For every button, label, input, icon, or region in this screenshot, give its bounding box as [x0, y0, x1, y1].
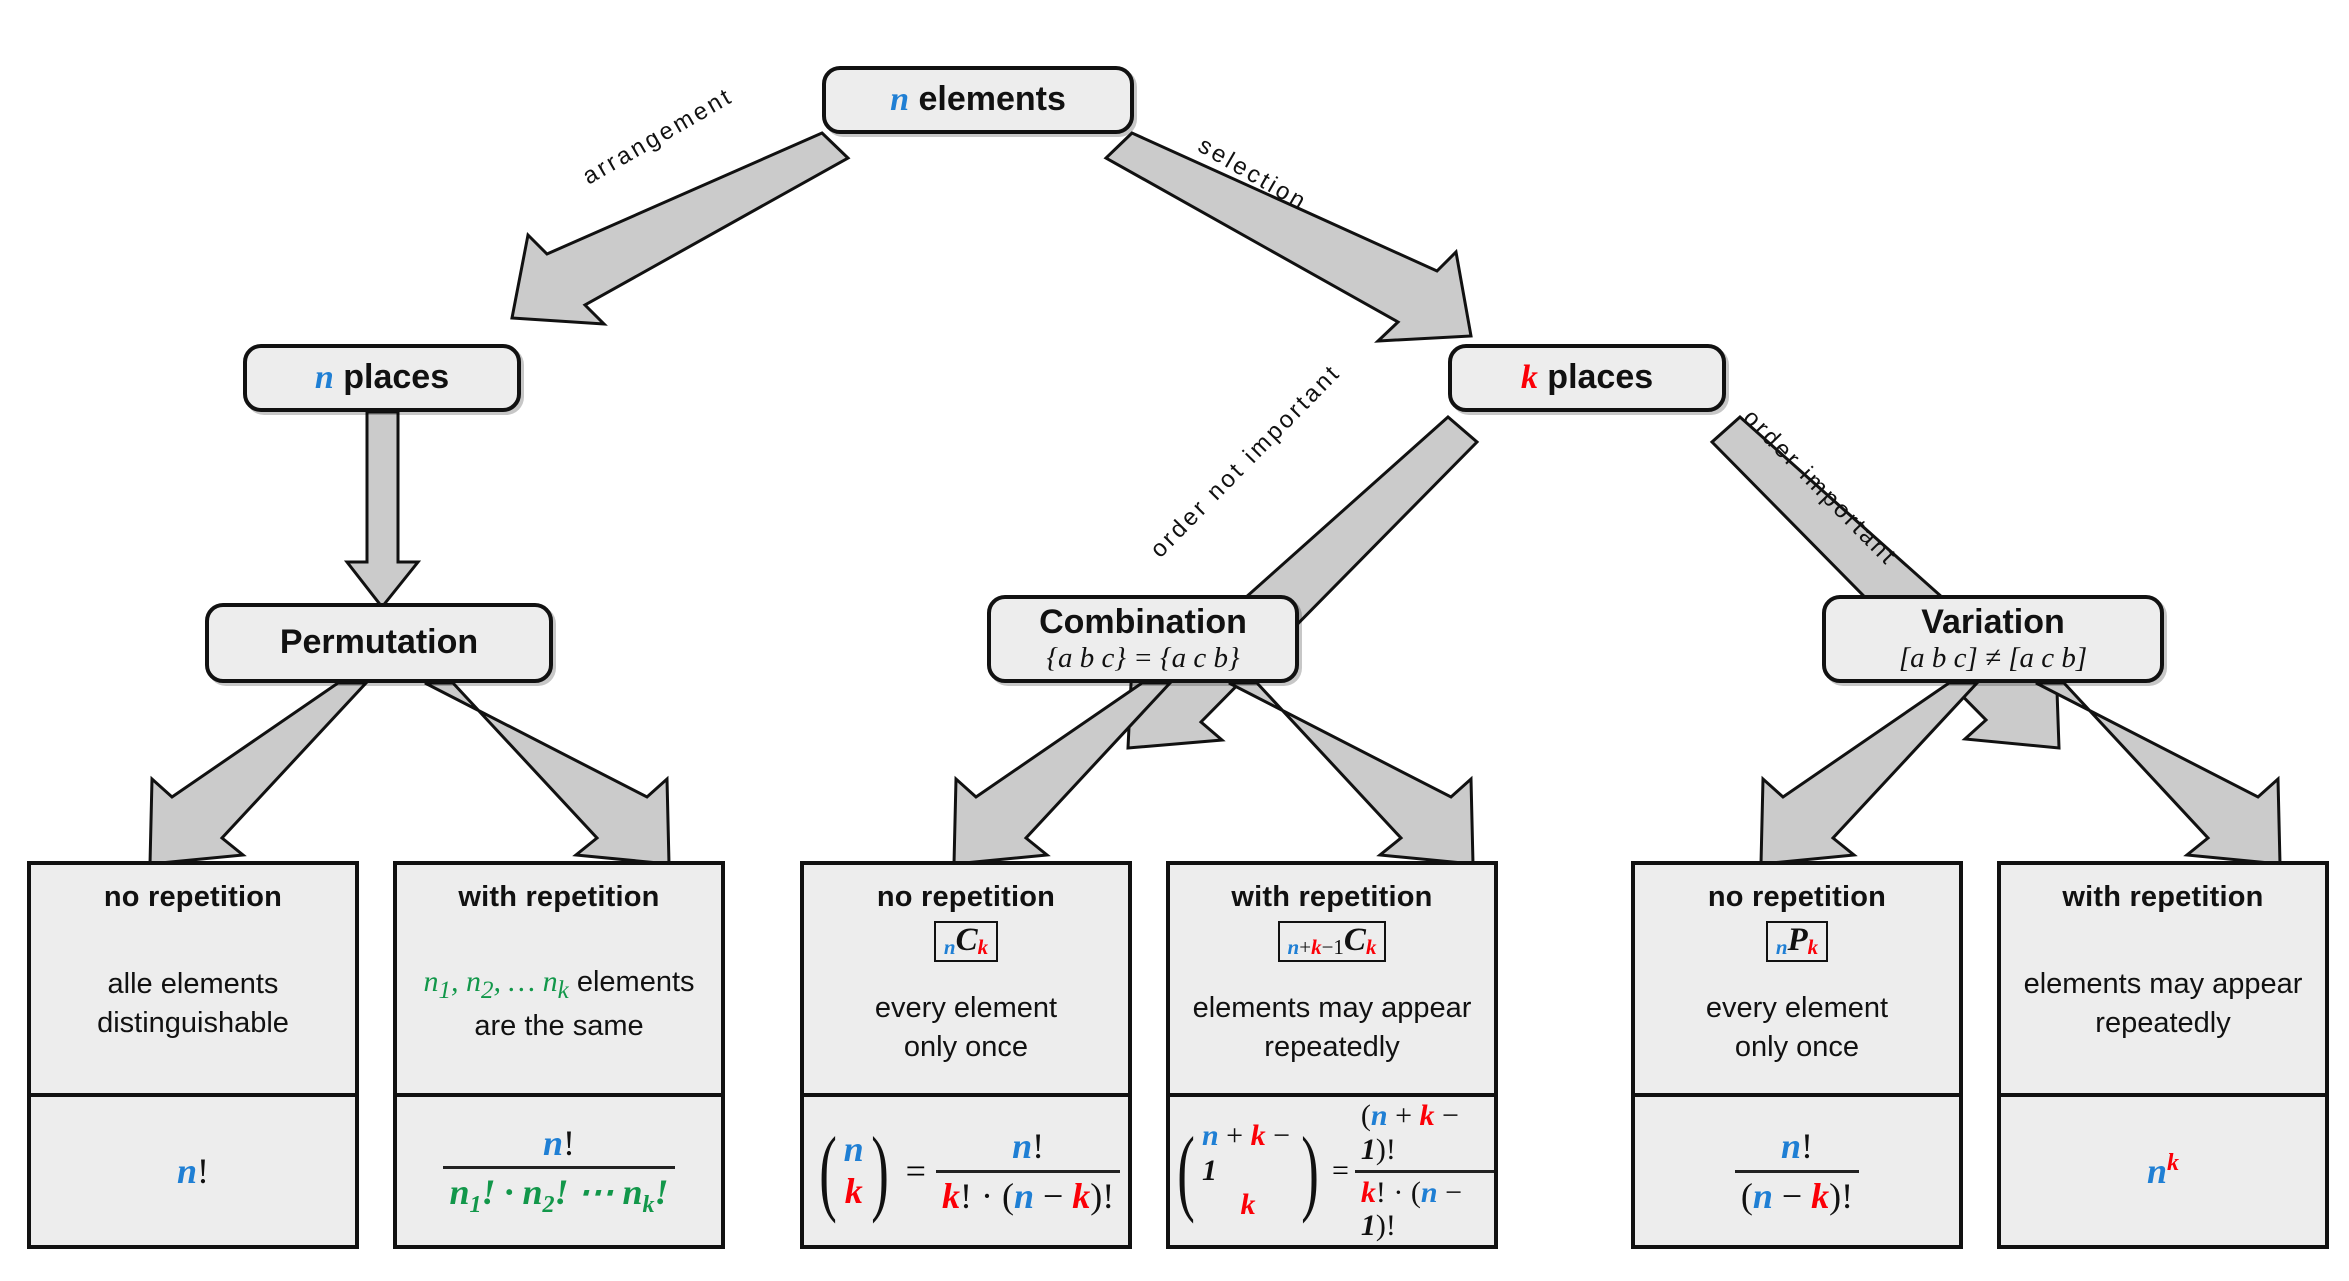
edge-order-important-arrow: [1709, 414, 2061, 750]
card-notation-nPk: nPk: [1765, 921, 1829, 962]
card-combination-no-repetition[interactable]: no repetition nCk every element only onc…: [800, 861, 1132, 1249]
card-description: elements may appear repeatedly: [2023, 968, 2303, 1039]
card-header: with repetition: [2062, 881, 2264, 913]
permutation-title: Permutation: [279, 623, 479, 662]
card-notation-ncK: nCk: [933, 921, 999, 962]
card-divider: [2001, 1093, 2325, 1097]
root-n-symbol: n: [890, 81, 910, 119]
card-variation-with-repetition[interactable]: with repetition elements may appear repe…: [1997, 861, 2329, 1249]
edge-comb-right-arrow: [1228, 681, 1475, 866]
edge-var-right-arrow: [2035, 681, 2282, 866]
k-places-label: places: [1547, 358, 1654, 397]
card-description: every element only once: [1705, 992, 1889, 1063]
edge-comb-left-arrow: [952, 681, 1174, 866]
node-k-places[interactable]: k places: [1448, 344, 1726, 412]
edge-label-selection: selection: [1193, 131, 1313, 217]
node-root-n-elements[interactable]: n elements: [822, 66, 1134, 134]
card-divider: [1170, 1093, 1494, 1097]
card-formula: nk: [2146, 1150, 2180, 1192]
card-header: no repetition: [1707, 881, 1887, 913]
root-label: elements: [918, 80, 1066, 119]
card-divider: [31, 1093, 355, 1097]
card-header: with repetition: [1231, 881, 1433, 913]
edge-nplaces-permutation-arrow: [343, 410, 422, 610]
variation-subtitle: [a b c] ≠ [a c b]: [1898, 641, 2088, 674]
card-formula: n! n1! · n2! ⋯ nk!: [443, 1123, 675, 1219]
card-header: with repetition: [458, 881, 660, 913]
card-divider: [1635, 1093, 1959, 1097]
edge-selection-arrow: [1103, 131, 1473, 343]
card-description: every element only once: [874, 992, 1058, 1063]
combination-subtitle: {a b c} = {a c b}: [1046, 641, 1240, 674]
card-formula: n!: [176, 1150, 210, 1191]
card-combination-with-repetition[interactable]: with repetition n+k−1Ck elements may app…: [1166, 861, 1498, 1249]
card-formula: n! (n − k)!: [1734, 1126, 1860, 1216]
edge-perm-right-arrow: [424, 681, 671, 866]
n-places-n-symbol: n: [314, 359, 334, 397]
edge-order-not-important-arrow: [1126, 415, 1480, 750]
card-divider: [397, 1093, 721, 1097]
card-description: alle elements distinguishable: [97, 968, 289, 1039]
combination-title: Combination: [1039, 602, 1247, 641]
card-permutation-with-repetition[interactable]: with repetition n1, n2, … nk elements ar…: [393, 861, 725, 1249]
edge-perm-left-arrow: [148, 681, 370, 866]
card-formula: ( n + k − 1 k ) = (n + k − 1)! k! · (n −…: [1170, 1099, 1494, 1242]
node-permutation[interactable]: Permutation: [205, 603, 553, 683]
card-description: elements may appear repeatedly: [1192, 992, 1472, 1063]
card-divider: [804, 1093, 1128, 1097]
card-variation-no-repetition[interactable]: no repetition nPk every element only onc…: [1631, 861, 1963, 1249]
card-description: n1, n2, … nk elements are the same: [423, 964, 695, 1042]
k-places-k-symbol: k: [1520, 359, 1538, 397]
edge-var-left-arrow: [1759, 681, 1981, 866]
node-n-places[interactable]: n places: [243, 344, 521, 412]
edge-label-arrangement: arrangement: [578, 82, 738, 191]
edge-label-order-not-important: order not important: [1145, 358, 1347, 564]
node-variation[interactable]: Variation [a b c] ≠ [a c b]: [1822, 595, 2164, 683]
variation-title: Variation: [1921, 602, 2065, 641]
edge-arrangement-arrow: [510, 131, 851, 326]
edge-label-order-important: order important: [1737, 404, 1903, 572]
card-notation-npkm1Ck: n+k−1Ck: [1277, 921, 1387, 962]
card-header: no repetition: [876, 881, 1056, 913]
card-permutation-no-repetition[interactable]: no repetition alle elements distinguisha…: [27, 861, 359, 1249]
n-places-label: places: [343, 358, 450, 397]
card-header: no repetition: [103, 881, 283, 913]
node-combination[interactable]: Combination {a b c} = {a c b}: [987, 595, 1299, 683]
